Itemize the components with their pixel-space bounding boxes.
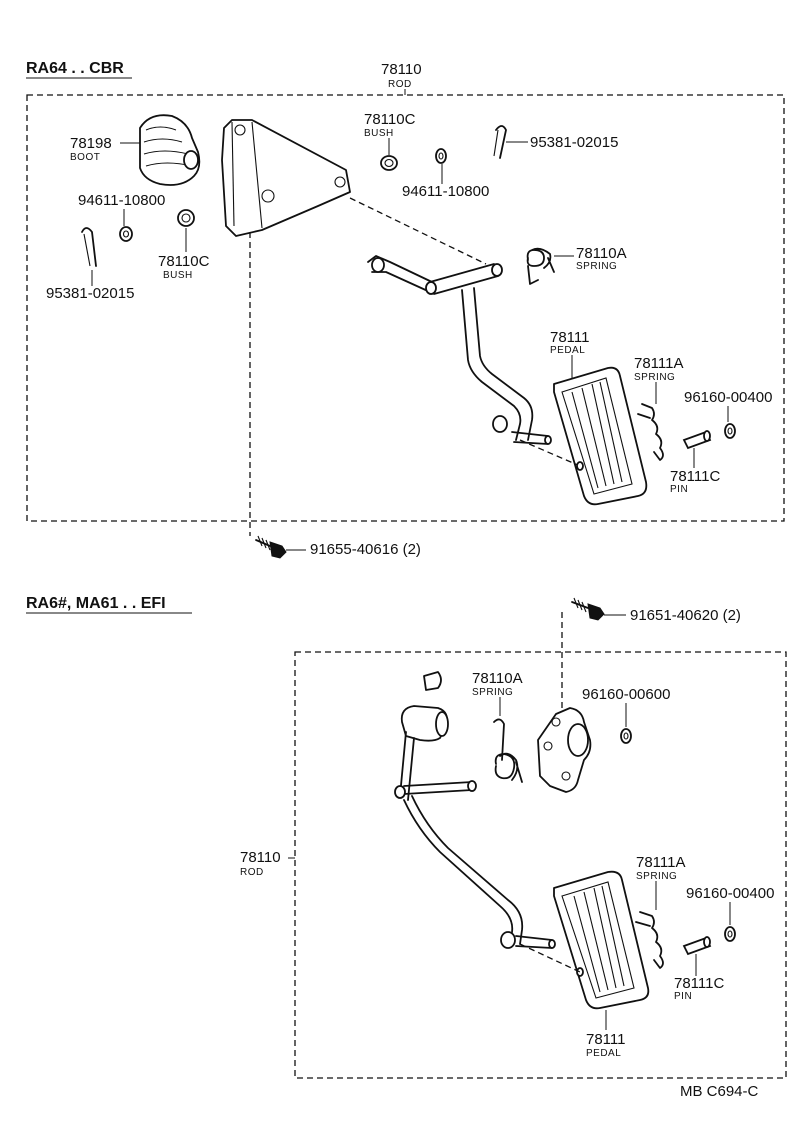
bottom-pedal-part — [553, 870, 650, 1010]
spring-a-name: SPRING — [576, 261, 617, 272]
bottom-clip-lower-part — [724, 926, 736, 942]
section-title-top: RA64 . . CBR — [26, 60, 124, 77]
bottom-spring-a-part — [493, 718, 523, 783]
pedal-number: 78111 — [550, 329, 590, 346]
boot-number: 78198 — [70, 135, 112, 152]
bush-lower-number: 78110C — [158, 253, 210, 270]
bottom-rod-name: ROD — [240, 867, 264, 878]
bottom-spring-pedal-part — [635, 911, 664, 969]
bottom-bolt-number: 91651-40620 (2) — [630, 607, 741, 624]
boot-part — [139, 114, 201, 186]
washer-left-part — [119, 226, 133, 242]
section-bottom: RA6#, MA61 . . EFI 91651-40620 (2) — [26, 595, 787, 1100]
bottom-clip-upper-part — [620, 728, 632, 744]
bottom-pin-part — [682, 936, 712, 956]
spring-pedal-number: 78111A — [634, 355, 684, 372]
pin-part — [682, 430, 712, 450]
bottom-pin-name: PIN — [674, 991, 692, 1002]
clip-number: 96160-00400 — [684, 389, 772, 406]
top-rod-number: 78110 — [381, 61, 422, 78]
section-top: RA64 . . CBR 78110 ROD 78198 BOOT — [26, 60, 785, 559]
bush-upper-number: 78110C — [364, 111, 416, 128]
cotter-pin-left-number: 95381-02015 — [46, 285, 134, 302]
spring-pedal-part — [637, 403, 664, 461]
bottom-spring-pedal-number: 78111A — [636, 854, 686, 871]
bottom-clip-upper-number: 96160-00600 — [582, 686, 670, 703]
bottom-frame — [294, 651, 787, 1079]
rod-part — [367, 255, 552, 445]
bush-upper-part — [380, 155, 398, 171]
diagram-code: MB C694-C — [680, 1083, 759, 1100]
bush-lower-part — [177, 209, 195, 227]
top-assembly-line-3 — [519, 439, 581, 467]
clip-part — [724, 423, 736, 439]
spring-pedal-name: SPRING — [634, 372, 675, 383]
bottom-bracket-part — [537, 707, 592, 793]
bracket-part — [221, 119, 351, 237]
pin-number: 78111C — [670, 468, 720, 485]
section-title-bottom: RA6#, MA61 . . EFI — [26, 595, 166, 612]
bolt-part — [255, 535, 287, 559]
cotter-pin-left-part — [81, 227, 97, 267]
bottom-spring-pedal-name: SPRING — [636, 871, 677, 882]
bolt-number: 91655-40616 (2) — [310, 541, 421, 558]
boot-name: BOOT — [70, 152, 100, 163]
bottom-rod-part — [394, 671, 556, 949]
spring-a-number: 78110A — [576, 245, 627, 262]
cotter-pin-right-part — [493, 125, 507, 159]
bottom-bolt-part — [571, 597, 605, 621]
bottom-pedal-number: 78111 — [586, 1031, 626, 1048]
cotter-pin-right-number: 95381-02015 — [530, 134, 618, 151]
pedal-part — [553, 366, 648, 506]
washer-left-number: 94611-10800 — [78, 192, 165, 209]
bottom-assembly-line-2 — [519, 943, 581, 973]
bottom-pin-number: 78111C — [674, 975, 724, 992]
washer-right-number: 94611-10800 — [402, 183, 489, 200]
bush-upper-name: BUSH — [364, 128, 394, 139]
bottom-pedal-name: PEDAL — [586, 1048, 621, 1059]
bottom-spring-a-name: SPRING — [472, 687, 513, 698]
bottom-spring-a-number: 78110A — [472, 670, 523, 687]
top-assembly-line-1 — [349, 197, 487, 265]
top-rod-name: ROD — [388, 79, 412, 90]
spring-a-part — [526, 247, 555, 285]
top-frame — [26, 94, 785, 522]
washer-right-part — [435, 148, 447, 164]
bottom-clip-lower-number: 96160-00400 — [686, 885, 774, 902]
pin-name: PIN — [670, 484, 688, 495]
pedal-name: PEDAL — [550, 345, 585, 356]
bottom-rod-number: 78110 — [240, 849, 281, 866]
bush-lower-name: BUSH — [163, 270, 193, 281]
